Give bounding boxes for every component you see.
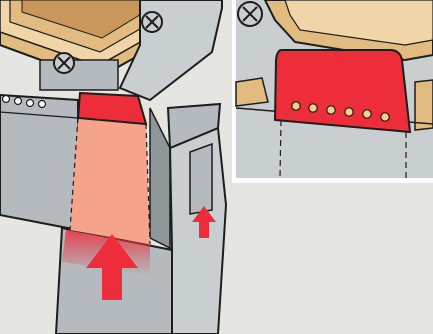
detail-inset	[232, 0, 433, 183]
slide-region	[70, 118, 150, 244]
screw-icon	[142, 12, 162, 32]
inset-red-tab	[275, 50, 410, 132]
screw-icon	[238, 2, 262, 26]
red-tab	[78, 93, 146, 124]
screw-icon	[54, 53, 74, 73]
